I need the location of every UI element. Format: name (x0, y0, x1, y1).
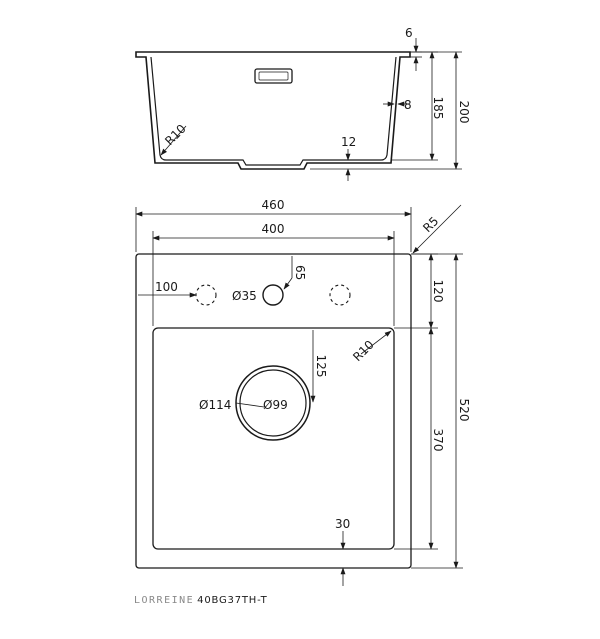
drain-inner-ring (239, 369, 307, 437)
dim-overall-depth: 200 (457, 101, 471, 124)
top-view: 460 400 R5 100 65 Ø35 120 R1 (135, 198, 471, 586)
dim-drain-inner-diameter: Ø99 (263, 398, 288, 412)
dim-tap-hole-offset-x: 100 (155, 280, 178, 294)
dim-bottom-margin: 30 (335, 517, 350, 531)
optional-tap-hole-left (195, 284, 217, 306)
dim-bowl-width: 400 (262, 222, 285, 236)
dim-drain-outer-diameter: Ø114 (199, 398, 231, 412)
dim-bowl-length: 370 (431, 429, 445, 452)
dim-overall-width: 460 (262, 198, 285, 212)
dim-outer-corner-radius: R5 (420, 214, 441, 235)
brand-name: LORREINE (134, 595, 195, 606)
overflow-slot (254, 68, 293, 84)
dim-side-corner-radius: R10 (162, 122, 189, 149)
dim-inner-depth: 185 (431, 97, 445, 120)
sink-side-inner-wall (150, 56, 397, 166)
dim-overall-length: 520 (457, 399, 471, 422)
sink-deck-outline (135, 253, 412, 569)
dim-deck-depth: 120 (431, 280, 445, 303)
dim-rim-thickness: 6 (405, 26, 413, 40)
dim-wall-thickness: 8 (404, 98, 412, 112)
sink-bowl-outline (152, 327, 395, 550)
dim-bowl-corner-radius: R10 (350, 338, 377, 365)
side-section-view: 6 8 185 200 R10 12 (135, 26, 471, 181)
dim-drain-recess: 12 (341, 135, 356, 149)
dim-tap-hole-offset-y: 65 (293, 265, 307, 280)
dim-drain-offset-y: 125 (314, 355, 328, 378)
dim-tap-hole-diameter: Ø35 (232, 289, 257, 303)
optional-tap-hole-right (329, 284, 351, 306)
model-code: 40BG37TH-T (197, 595, 268, 606)
tap-hole (262, 284, 284, 306)
